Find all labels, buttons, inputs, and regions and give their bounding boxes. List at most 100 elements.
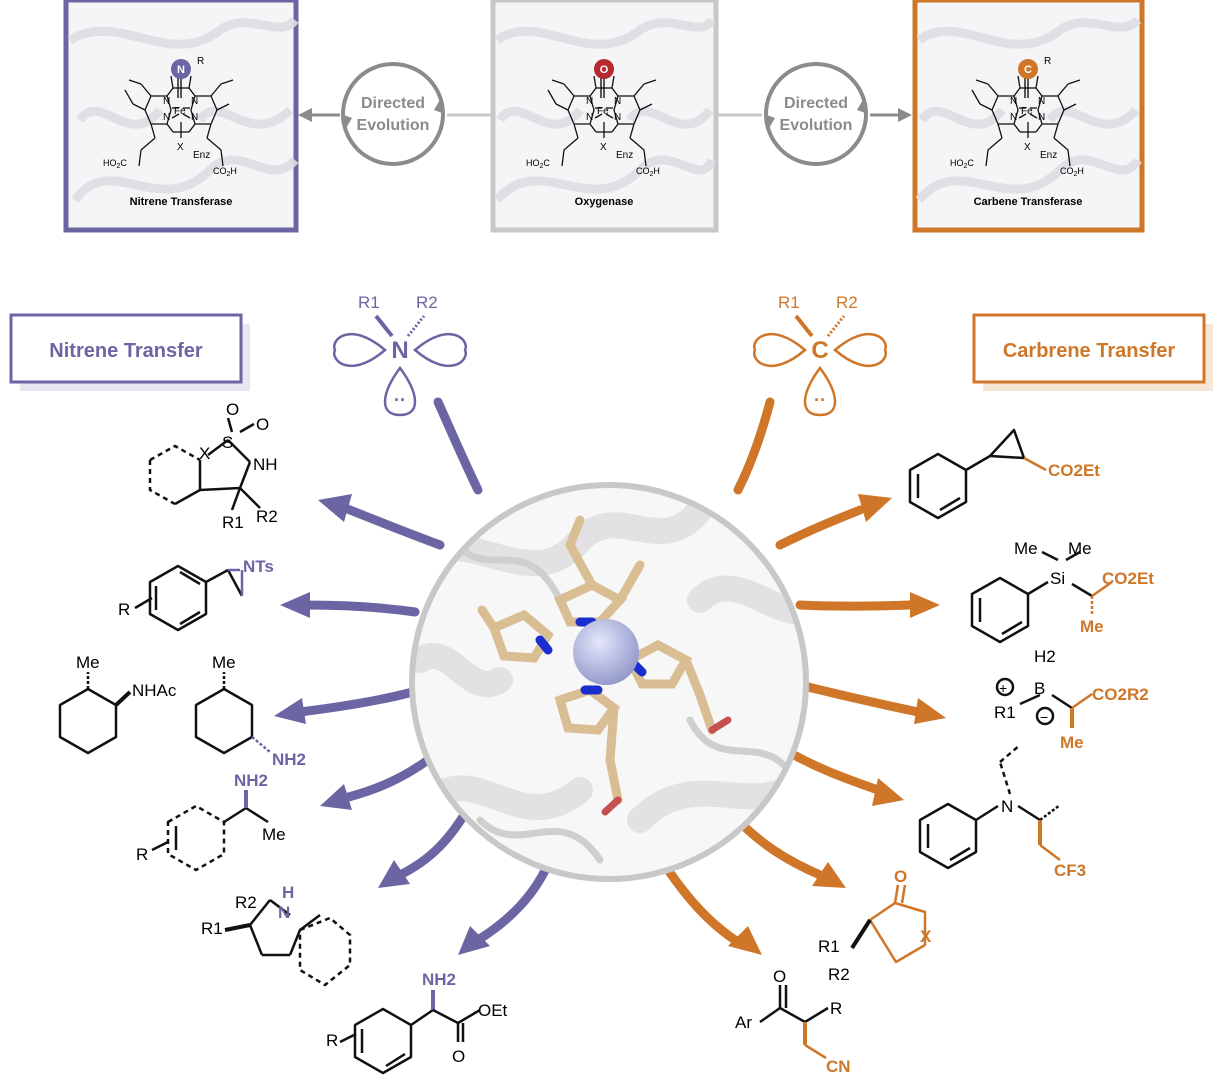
arrowhead-icon (728, 926, 762, 955)
aminoester-oet: OEt (478, 1001, 508, 1020)
sulfamide-o1: O (226, 400, 239, 419)
arrowhead-icon (280, 592, 310, 618)
arrowhead-icon (812, 862, 846, 888)
left-products (58, 417, 481, 1075)
aziridine-r: R (118, 600, 130, 619)
silane-si: Si (1050, 569, 1065, 588)
ketone-ar: Ar (735, 1013, 752, 1032)
product-amide (58, 672, 271, 755)
lactone-r2: R2 (828, 965, 850, 984)
nitrene-heme-structure: N R (102, 56, 238, 179)
cycle-arrow-icon (341, 114, 352, 130)
product-benzylamine (151, 790, 269, 872)
carbene-sub-r: R (1044, 56, 1051, 67)
oxygenase-box: O Oxygenase (490, 0, 719, 233)
nitrene-orbital-r2: R2 (416, 293, 438, 312)
carbene-orbital-r1: R1 (778, 293, 800, 312)
arrowhead-icon (910, 592, 940, 618)
sulfamide-s: S (222, 433, 233, 452)
oxo-atom-icon (594, 59, 614, 79)
lactone-r1: R1 (818, 937, 840, 956)
arrowhead-icon (318, 494, 352, 522)
carbene-orbital-atom: C (811, 337, 828, 364)
borane-r1: R1 (994, 703, 1016, 722)
carbene-lone-pair: ·· (814, 390, 826, 410)
carbene-orbital-r2: R2 (836, 293, 858, 312)
borane-b: B (1034, 679, 1045, 698)
benzylamine-r: R (136, 845, 148, 864)
nitrene-atom-icon (171, 59, 191, 79)
product-aziridine (134, 564, 244, 632)
silane-co2et: CO2Et (1102, 569, 1154, 588)
directed-evolution-right: Directed Evolution (764, 62, 868, 166)
oxygenase-heme-structure: O (525, 59, 661, 179)
nitrene-sub-r: R (197, 56, 204, 67)
nitrene-orbital-r1: R1 (358, 293, 380, 312)
nitrene-orbital-atom: N (391, 337, 408, 364)
silane-me1: Me (1014, 539, 1038, 558)
borane-plus: + (999, 680, 1007, 696)
amide-me2: Me (212, 653, 236, 672)
product-silane (970, 550, 1113, 644)
cycle-arrow-icon (764, 114, 775, 130)
sulfamide-o2: O (256, 415, 269, 434)
nitrene-transfer-title-box: Nitrene Transfer (9, 313, 250, 391)
amide-nhac: NHAc (132, 681, 177, 700)
arrowhead-icon (914, 698, 946, 724)
carbene-box-title: Carbene Transferase (974, 196, 1083, 208)
lactone-x: X (920, 927, 932, 946)
left-product-labels: O O S X NH R1 R2 NTs R Me NHAc Me NH2 NH… (76, 400, 508, 1066)
borane-minus: − (1040, 709, 1048, 725)
cyclopropane-co2et: CO2Et (1048, 461, 1100, 480)
borane-me: Me (1060, 733, 1084, 752)
active-site-circle (409, 482, 809, 882)
product-amine (918, 744, 1061, 870)
oxygenase-box-title: Oxygenase (575, 196, 634, 208)
oxo-atom-label: O (600, 64, 609, 76)
indoline-n: N (278, 903, 290, 922)
top-panel: N R Nitrene Transferase O Oxygenase (63, 0, 1145, 233)
carbene-transferase-box: C R Carbene Transferase (912, 0, 1145, 233)
arrowhead-icon (458, 926, 490, 955)
sulfamide-nh: NH (253, 455, 278, 474)
evolution-label-line2: Evolution (357, 117, 430, 134)
arrowhead-carbene-icon (898, 108, 912, 122)
sulfamide-r1: R1 (222, 513, 244, 532)
right-products (759, 428, 1113, 1060)
indoline-r1: R1 (201, 919, 223, 938)
silane-me2: Me (1068, 539, 1092, 558)
carbene-transfer-title: Carbrene Transfer (1003, 340, 1176, 362)
arrowhead-icon (872, 778, 904, 806)
silane-me3: Me (1080, 617, 1104, 636)
carbene-heme-structure: C R (949, 56, 1085, 179)
sulfamide-x: X (199, 444, 210, 463)
iron-atom-icon (573, 619, 639, 685)
arrowhead-icon (378, 860, 410, 888)
aziridine-nts: NTs (243, 557, 274, 576)
amine-n: N (1001, 797, 1013, 816)
product-lactone (850, 884, 927, 964)
nitrene-orbital-diagram (333, 314, 467, 417)
directed-evolution-left: Directed Evolution (341, 62, 445, 166)
product-borane (995, 677, 1093, 728)
ketone-r: R (830, 999, 842, 1018)
product-indoline (224, 899, 352, 987)
borane-h2: H2 (1034, 647, 1056, 666)
product-cyclopropane (908, 428, 1047, 520)
carbene-arrowheads (728, 494, 946, 955)
arrowhead-nitrene-icon (298, 108, 312, 122)
sulfamide-r2: R2 (256, 507, 278, 526)
benzylamine-me: Me (262, 825, 286, 844)
indoline-h: H (282, 883, 294, 902)
nitrene-transfer-title: Nitrene Transfer (49, 340, 203, 362)
evolution-label-line1: Directed (361, 95, 425, 112)
indoline-r2: R2 (235, 893, 257, 912)
arrowhead-icon (320, 784, 352, 810)
product-ketone (759, 985, 829, 1060)
aminoester-nh2: NH2 (422, 970, 456, 989)
evolution-label-line1: Directed (784, 95, 848, 112)
cycle-arrow-icon (434, 98, 445, 114)
nitrene-arrowheads (274, 494, 490, 955)
product-sulfamide (148, 417, 261, 511)
amide-nh2: NH2 (272, 750, 306, 769)
